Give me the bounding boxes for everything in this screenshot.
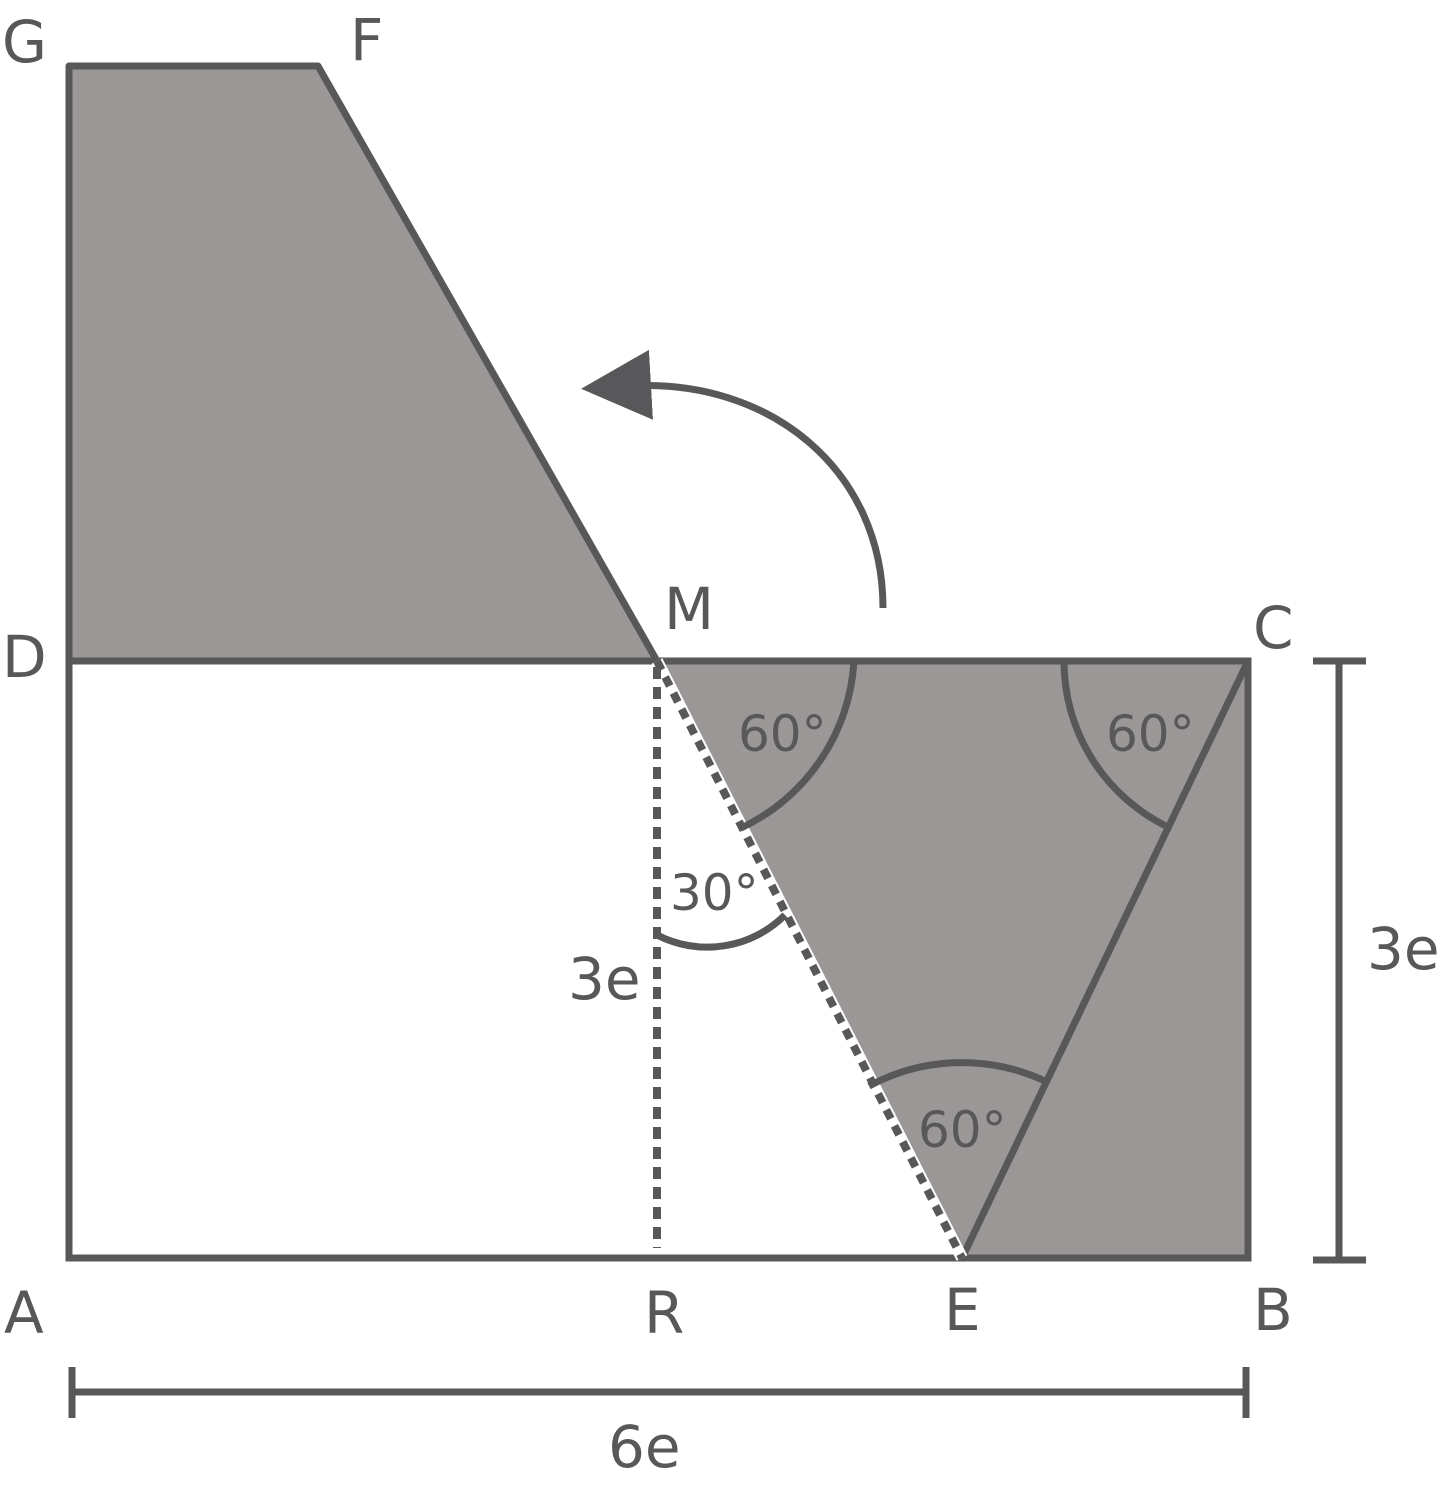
label-d: D	[2, 623, 47, 691]
dimension-label-height: 3e	[1367, 915, 1440, 983]
angle-arc-mr	[655, 912, 788, 951]
label-e: E	[944, 1276, 981, 1344]
label-c: C	[1253, 594, 1294, 662]
angle-arc-m	[739, 660, 858, 832]
label-b: B	[1253, 1276, 1293, 1344]
curved-arrow-icon	[581, 349, 887, 609]
angle-arc-c	[1060, 660, 1170, 831]
dimension-3e-right	[1313, 657, 1366, 1264]
angle-label-m: 60°	[738, 705, 827, 763]
angle-label-c: 60°	[1106, 705, 1195, 763]
dimension-label-width: 6e	[608, 1413, 681, 1481]
segment-ce	[958, 659, 1252, 1260]
dimension-label-mr: 3e	[568, 945, 641, 1013]
label-f: F	[350, 6, 383, 74]
angle-label-mr: 30°	[670, 864, 759, 922]
fold-line-me-dots	[653, 659, 966, 1260]
dimension-6e	[68, 1367, 1250, 1418]
angle-label-e: 60°	[918, 1101, 1007, 1159]
label-m: M	[664, 575, 714, 643]
folded-flap-dgfm	[65, 62, 661, 665]
label-a: A	[4, 1279, 44, 1347]
label-g: G	[2, 8, 47, 76]
angle-arc-e	[867, 1059, 1049, 1090]
label-r: R	[644, 1279, 684, 1347]
